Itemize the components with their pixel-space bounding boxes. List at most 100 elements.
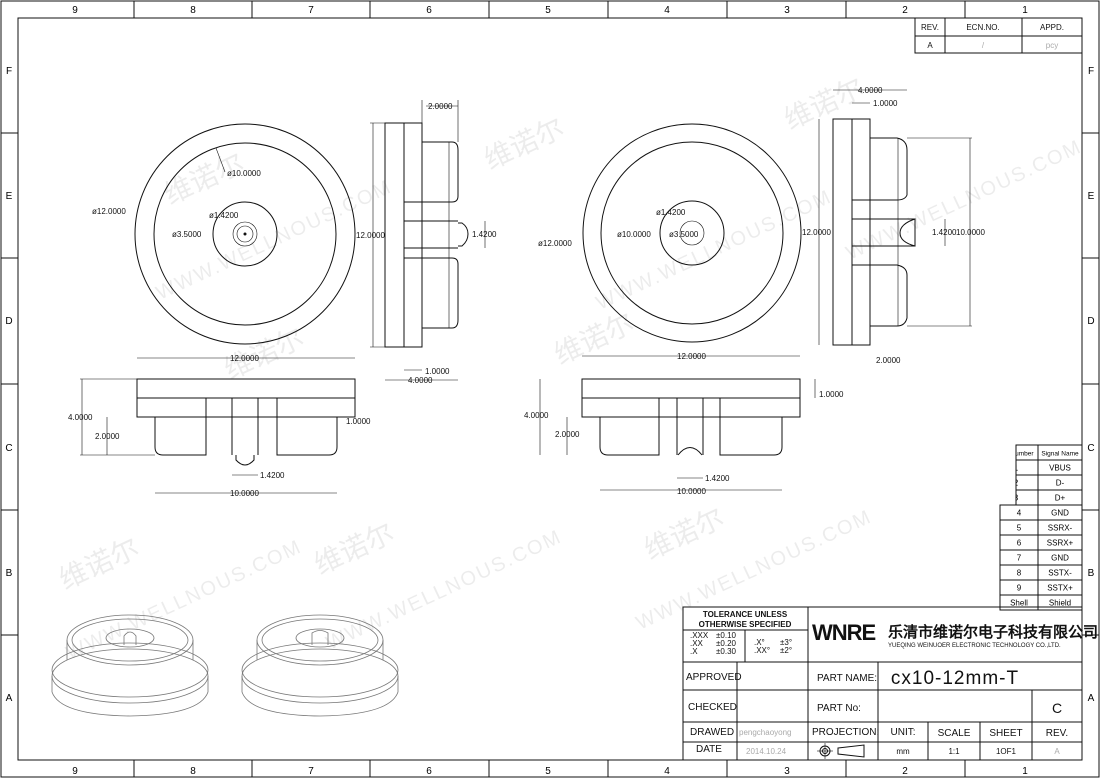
column-zone-label: 8: [190, 766, 196, 777]
row-zone-label: D: [5, 316, 12, 327]
column-zone-label: 5: [545, 5, 551, 16]
watermark-cn: 维诺尔: [639, 502, 728, 566]
watermarks: 维诺尔 WWW.WELLNOUS.COM 维诺尔 WWW.WELLNOUS.CO…: [54, 72, 1085, 665]
dim-label: 4.0000: [858, 86, 883, 95]
dim-label: 1.4200: [932, 228, 957, 237]
column-zone-label: 3: [784, 5, 790, 16]
signal-table-header: Number Signal Name: [1010, 444, 1083, 461]
signal-number: 1: [1014, 464, 1019, 473]
unit-value: mm: [896, 747, 910, 756]
part-name-value: cx10-12mm-T: [891, 668, 1019, 689]
signal-name: VBUS: [1049, 464, 1071, 473]
left-top-view: ø10.0000 ø12.0000 ø1.4200 ø3.5000: [92, 123, 356, 345]
signal-name: Signal Name: [1041, 451, 1079, 458]
dim-label: 1.0000: [425, 367, 450, 376]
dim-label: 2.0000: [876, 356, 901, 365]
column-zone-label: 3: [784, 766, 790, 777]
row-zone-label: B: [6, 568, 13, 579]
svg-text:.X: .X: [690, 647, 698, 656]
tolerance-title: OTHERWISE SPECIFIED: [699, 620, 792, 629]
signal-name: D+: [1055, 494, 1066, 503]
appd-header: APPD.: [1040, 23, 1064, 32]
dim-label: ø1.4200: [209, 211, 239, 220]
company-name-en: YUEQING WEINUOER ELECTRONIC TECHNOLOGY C…: [888, 643, 1061, 649]
signal-number: 8: [1017, 569, 1022, 578]
rev-value: A: [927, 41, 933, 50]
dim-label: 1.4200: [472, 230, 497, 239]
rev-value: A: [1054, 747, 1060, 756]
column-zone-label: 1: [1022, 766, 1028, 777]
signal-table-row: 1 VBUS: [1014, 459, 1083, 476]
dim-label: 12.0000: [802, 228, 831, 237]
drawed-value: pengchaoyong: [739, 728, 792, 737]
column-zone-label: 7: [308, 5, 314, 16]
left-side-view: 2.0000 12.0000 1.4200 1.0000 4.0000: [356, 100, 497, 385]
ecn-header: ECN.NO.: [966, 23, 999, 32]
signal-name: SSRX+: [1047, 539, 1074, 548]
column-zone-label: 5: [545, 766, 551, 777]
signal-number: 7: [1017, 554, 1022, 563]
dim-label: 2.0000: [555, 430, 580, 439]
column-zone-label: 6: [426, 5, 432, 16]
dim-label: ø10.0000: [227, 169, 261, 178]
dim-label: ø3.5000: [669, 230, 699, 239]
watermark-cn: 维诺尔: [54, 532, 143, 596]
dim-label: 1.0000: [819, 390, 844, 399]
column-zone-label: 8: [190, 5, 196, 16]
dim-label: 1.4200: [260, 471, 285, 480]
right-front-view: 12.0000 4.0000 2.0000 1.0000 1.4200 10.0…: [524, 352, 844, 496]
signal-number: Shell: [1010, 599, 1028, 608]
svg-text:.XX: .XX: [690, 639, 704, 648]
row-zone-label: A: [1088, 693, 1095, 704]
signal-table-row: 8 SSTX-: [999, 564, 1083, 581]
watermark-en: WWW.WELLNOUS.COM: [593, 186, 836, 315]
signal-number: 4: [1017, 509, 1022, 518]
svg-text:±2°: ±2°: [780, 646, 792, 655]
watermark-cn: 维诺尔: [779, 72, 868, 136]
signal-name: D-: [1056, 479, 1065, 488]
dim-label: ø12.0000: [538, 239, 572, 248]
sheet-value: 1OF1: [996, 747, 1017, 756]
third-angle-projection-icon: [817, 743, 865, 759]
row-zone-label: B: [1088, 568, 1095, 579]
signal-name: Shield: [1049, 599, 1071, 608]
signal-name: SSTX+: [1047, 584, 1073, 593]
rev-label: REV.: [1046, 728, 1068, 739]
unit-label: UNIT:: [891, 727, 916, 738]
dim-label: 1.0000: [346, 417, 371, 426]
column-zone-label: 1: [1022, 5, 1028, 16]
inner-border: [17, 17, 1083, 761]
revision-table: REV. ECN.NO. APPD. A / pcy: [914, 17, 1083, 54]
svg-text:.XX°: .XX°: [754, 646, 770, 655]
watermark-cn: 维诺尔: [479, 112, 568, 176]
column-zone-label: 2: [902, 766, 908, 777]
right-side-view: 4.0000 1.0000 12.0000 1.4200 10.0000 2.0…: [802, 86, 985, 365]
dim-label: 10.0000: [956, 228, 985, 237]
dim-label: 10.0000: [230, 489, 259, 498]
ecn-value: /: [982, 41, 985, 50]
watermark-cn: 维诺尔: [549, 307, 638, 371]
part-no-rev: C: [1052, 700, 1062, 716]
column-zone-label: 9: [72, 5, 78, 16]
signal-name: SSTX-: [1048, 569, 1072, 578]
signal-number: Number: [1010, 451, 1034, 458]
part-no-label: PART No:: [817, 703, 861, 714]
dim-label: 4.0000: [408, 376, 433, 385]
dim-label: ø10.0000: [617, 230, 651, 239]
column-zone-label: 4: [664, 766, 670, 777]
column-zone-label: 6: [426, 766, 432, 777]
signal-name: SSRX-: [1048, 524, 1073, 533]
column-zone-label: 4: [664, 5, 670, 16]
dim-label: 4.0000: [68, 413, 93, 422]
angular-tolerances: .X°±3° .XX°±2°: [754, 638, 792, 655]
drawed-label: DRAWED: [690, 727, 734, 738]
linear-tolerances: .XXX±0.10 .XX±0.20 .X±0.30: [690, 631, 737, 656]
dim-label: 1.4200: [705, 474, 730, 483]
